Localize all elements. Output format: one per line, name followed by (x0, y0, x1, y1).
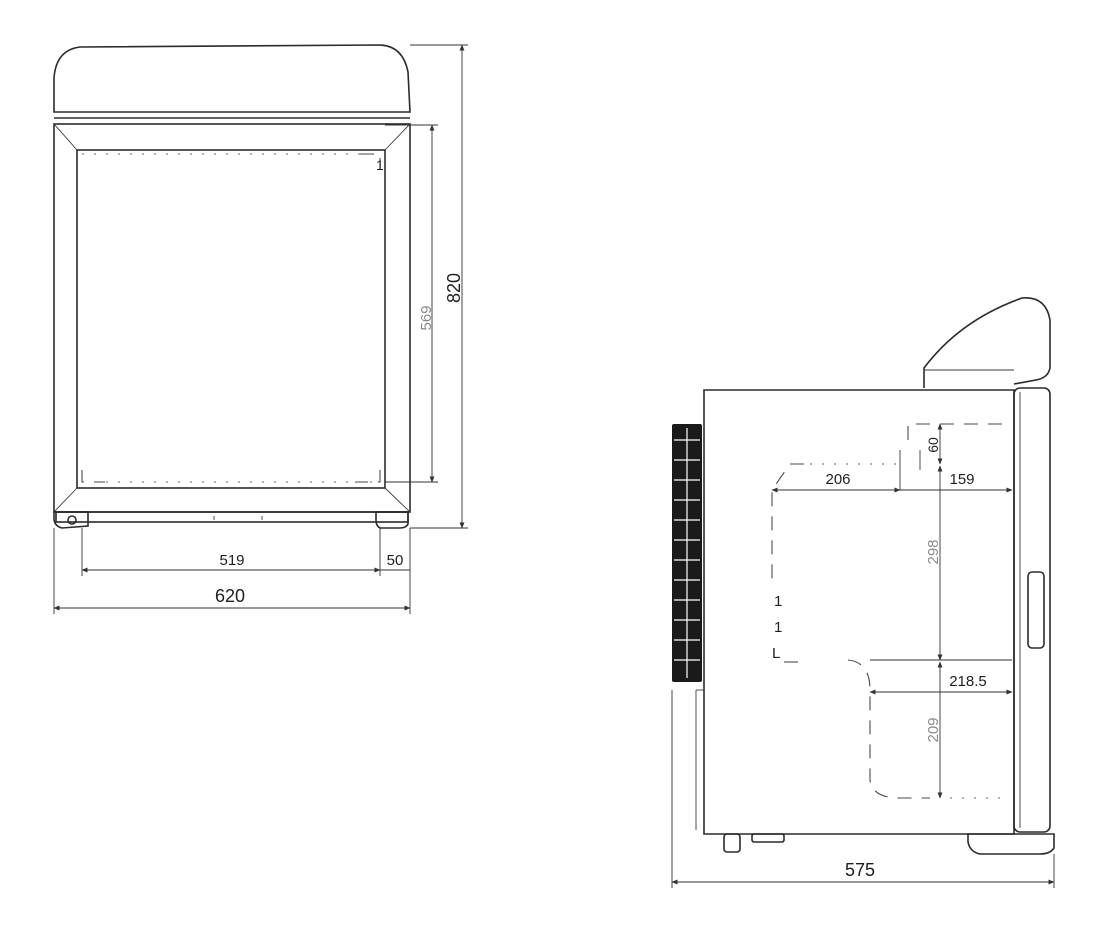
dim-side-offset: 50 (387, 552, 404, 569)
side-foot-rear (723, 833, 741, 853)
dim-overall-width: 620 (215, 586, 245, 606)
front-lid (53, 44, 411, 113)
side-door (1013, 387, 1051, 833)
front-cabinet (53, 123, 411, 513)
door-handle (1027, 571, 1045, 649)
dim-overall-height: 820 (444, 273, 464, 303)
side-cabinet (703, 389, 1015, 835)
front-window (76, 149, 386, 489)
side-foot-front (967, 833, 1055, 855)
front-view: 1 820 569 519 50 620 (53, 44, 468, 614)
side-foot-mid (751, 833, 785, 843)
dim-lower-height: 209 (925, 717, 942, 742)
front-foot-left (53, 511, 89, 529)
dim-interior-width: 519 (219, 552, 244, 569)
dim-lower-depth: 218.5 (949, 673, 987, 690)
side-canopy (923, 297, 1051, 388)
side-marker-3: L (772, 645, 780, 662)
dim-cavity-width: 206 (825, 471, 850, 488)
dim-top-offset: 60 (925, 437, 941, 453)
side-marker-1: 1 (774, 593, 782, 610)
front-base (55, 511, 409, 523)
front-foot-right (375, 511, 409, 529)
dim-door-gap: 159 (949, 471, 974, 488)
dim-overall-depth: 575 (845, 860, 875, 880)
front-marker: 1 (376, 157, 384, 173)
lock-icon (67, 515, 77, 525)
side-marker-2: 1 (774, 619, 782, 636)
dim-interior-height: 569 (418, 305, 435, 330)
side-view: 1 1 L 60 206 159 298 218.5 209 575 (671, 297, 1055, 888)
dim-cavity-height: 298 (925, 539, 942, 564)
